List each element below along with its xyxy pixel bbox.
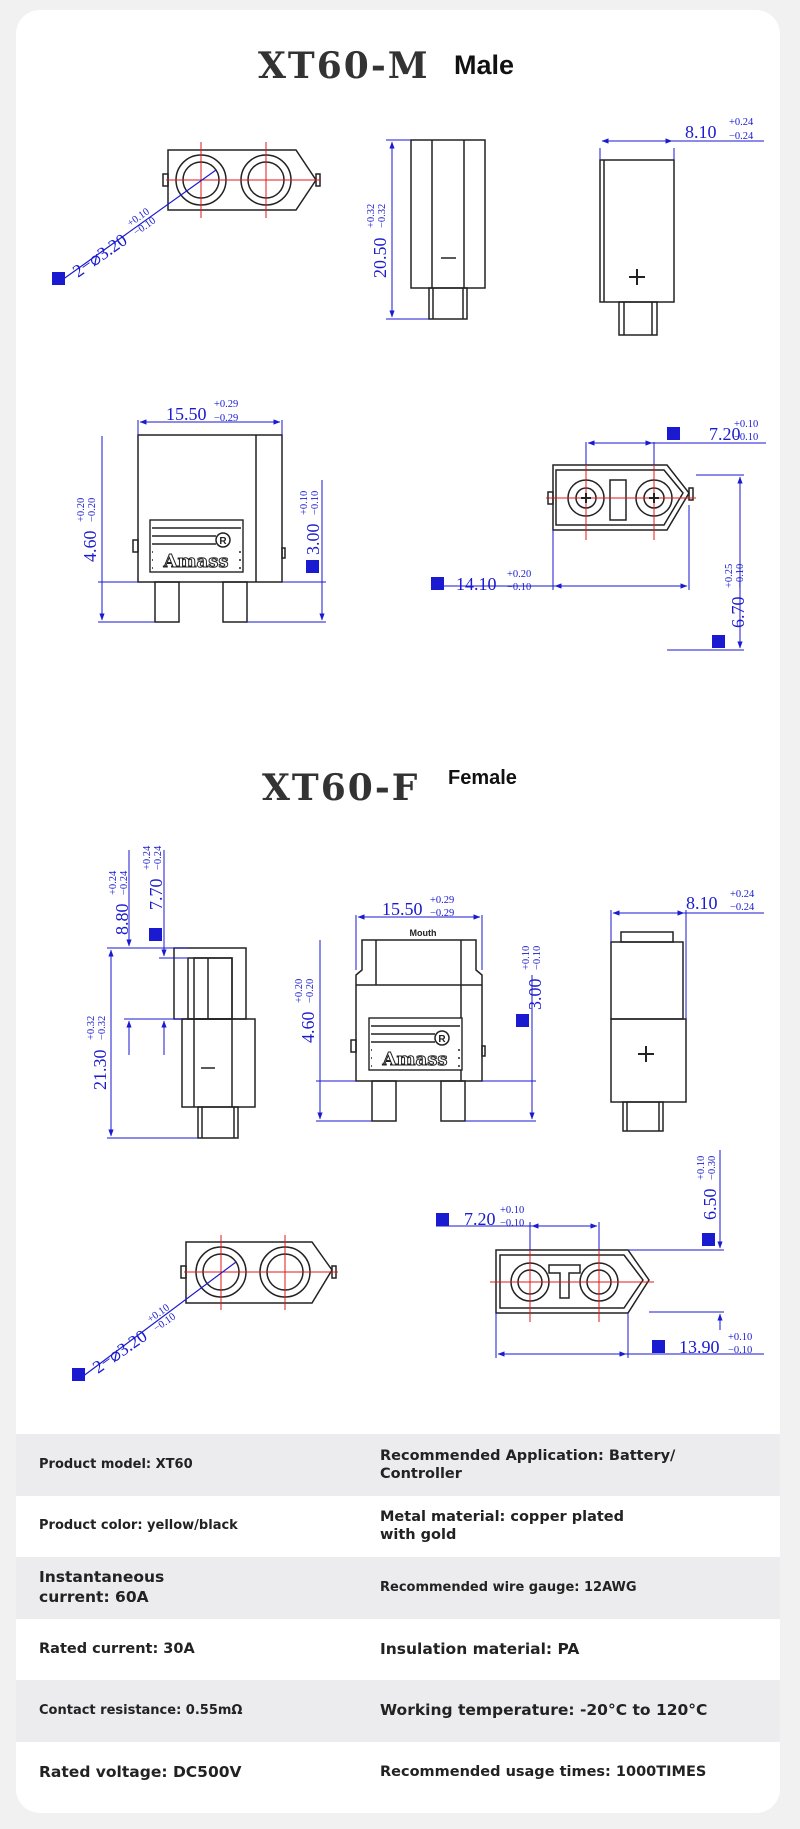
male-pin-dia-label: 2−⌀3.20 [69,230,131,282]
female-brand-logo: R Amass [368,1017,463,1071]
female-height-label: 21.30 [90,1050,110,1091]
male-pitch-label: 7.20 [709,424,741,444]
male-body-height-label: 4.60 [80,531,100,563]
male-bottom-len-tol-dn: −0.10 [507,582,531,593]
spec-right: Working temperature: -20°C to 120°C [380,1701,708,1720]
female-mid-label: 7.70 [146,879,166,911]
female-top-tol-dn: −0.24 [119,870,130,895]
female-pitch-tol-up: +0.10 [500,1205,524,1216]
female-front-width-tol-dn: −0.29 [430,908,454,919]
male-pitch-tol-dn: −0.10 [734,432,758,443]
spec-left: Contact resistance: 0.55mΩ [39,1702,243,1718]
female-bottom-len-tol-up: +0.10 [728,1332,752,1343]
female-model-title: XT60-F [262,767,419,809]
male-bottom-h-label: 6.70 [728,597,748,629]
male-front-width-tol-up: +0.29 [214,399,238,410]
female-bottom-len-tol-dn: −0.10 [728,1345,752,1356]
female-depth-label: 6.50 [700,1189,720,1221]
spec-row: Rated voltage: DC500V Recommended usage t… [16,1742,780,1804]
spec-left: Rated voltage: DC500V [39,1762,242,1781]
female-top-label: 8.80 [112,904,132,936]
female-depth-tol-dn: −0.30 [707,1156,718,1180]
male-pin-len-tol-dn: −0.10 [310,491,321,515]
male-bottom-h-tol-up: +0.25 [724,564,735,588]
spec-right: Recommended usage times: 1000TIMES [380,1764,707,1781]
female-side-view [173,947,256,1139]
male-front-width-label: 15.50 [166,404,207,424]
female-mid-tol-dn: −0.24 [153,845,164,870]
female-mouth-label: Mouth [410,928,437,938]
male-bottom-len-tol-up: +0.20 [507,569,531,580]
male-bottom-h-tol-dn: −0.10 [735,564,746,588]
female-pin-len-label: 3.00 [525,979,545,1011]
male-label: Male [454,50,514,80]
spec-row: Product model: XT60 Recommended Applicati… [16,1434,780,1496]
spec-left: Rated current: 30A [39,1641,195,1658]
male-height-label: 20.50 [370,238,390,279]
male-pin-len-tol-up: +0.10 [299,491,310,515]
female-pin-len-tol-up: +0.10 [521,946,532,970]
female-bottom-len-label: 13.90 [679,1337,720,1357]
spec-row: Product color: yellow/black Metal materia… [16,1496,780,1558]
female-body-height-label: 4.60 [298,1012,318,1044]
male-side-view [410,139,486,320]
spec-right: Insulation material: PA [380,1639,580,1658]
female-height-tol-up: +0.32 [86,1016,97,1040]
female-front-width-tol-up: +0.29 [430,895,454,906]
male-front-width-tol-dn: −0.29 [214,413,238,424]
female-pitch-label: 7.20 [464,1209,496,1229]
male-height-tol-dn: −0.32 [377,204,388,228]
spec-right: Recommended wire gauge: 12AWG [380,1579,637,1595]
female-depth-tol-up: +0.10 [696,1156,707,1180]
male-height-tol-up: +0.32 [366,204,377,228]
spec-right: Recommended Application: Battery/Control… [380,1447,676,1482]
male-model-title: XT60-M [258,45,430,87]
female-body-height-tol-up: +0.20 [294,979,305,1003]
spec-row: Contact resistance: 0.55mΩ Working temper… [16,1680,780,1742]
male-body-height-tol-dn: −0.20 [87,498,98,522]
male-side-width-label: 8.10 [685,122,717,142]
product-card: XT60-M Male 2−⌀3.20 +0.10 −0.10 20.50 +0… [16,10,780,1813]
spec-left: Product color: yellow/black [39,1518,238,1534]
technical-drawing: XT60-M Male 2−⌀3.20 +0.10 −0.10 20.50 +0… [52,45,766,1381]
female-mid-tol-up: +0.24 [142,845,153,870]
female-side-width-label: 8.10 [686,893,718,913]
male-side-width-tol-dn: −0.24 [729,131,754,142]
female-body-height-tol-dn: −0.20 [305,979,316,1003]
female-pin-dia-label: 2−⌀3.20 [89,1326,151,1378]
female-top-tol-up: +0.24 [108,870,119,895]
female-brand-text: Amass [382,1049,448,1070]
spec-left: Product model: XT60 [39,1456,193,1472]
male-side-view-right [599,159,675,336]
female-pin-len-tol-dn: −0.10 [532,946,543,970]
female-height-tol-dn: −0.32 [97,1016,108,1040]
female-side-width-tol-up: +0.24 [730,889,755,900]
male-pin-len-label: 3.00 [303,524,323,556]
female-side-view-right [610,931,687,1132]
male-housing-front [132,434,286,623]
svg-text:R: R [219,536,227,547]
male-brand-logo: R Amass [149,519,244,573]
female-side-width-tol-dn: −0.24 [730,902,755,913]
female-front-width-label: 15.50 [382,899,423,919]
female-label: Female [448,767,517,789]
spec-table: Product model: XT60 Recommended Applicati… [16,1434,780,1803]
male-pitch-tol-up: +0.10 [734,419,758,430]
male-bottom-len-label: 14.10 [456,574,497,594]
male-brand-text: Amass [163,551,229,572]
female-pitch-tol-dn: −0.10 [500,1218,524,1229]
svg-text:R: R [438,1034,446,1045]
spec-row: Rated current: 30A Insulation material: P… [16,1619,780,1681]
male-side-width-tol-up: +0.24 [729,117,754,128]
male-body-height-tol-up: +0.20 [76,498,87,522]
